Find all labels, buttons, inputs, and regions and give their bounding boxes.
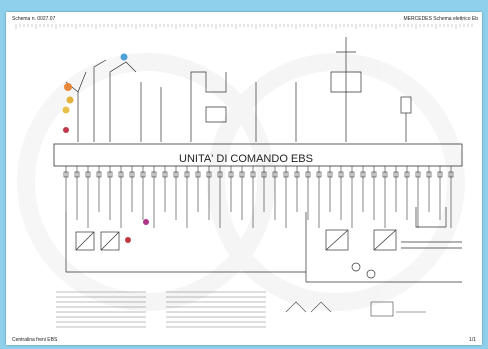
- marker-red-1: [63, 127, 69, 133]
- marker-magenta: [143, 219, 149, 225]
- control-unit-label: UNITA' DI COMANDO EBS: [179, 153, 313, 165]
- header-document-code: Schema n. 0027.07: [12, 16, 56, 22]
- schematic-sheet[interactable]: Schema n. 0027.07 MERCEDES Schema elettr…: [6, 12, 482, 345]
- annotation-block: [285, 301, 426, 317]
- wiring-diagram: UNITA' DI COMANDO EBS: [15, 24, 473, 328]
- marker-yellow-1: [66, 96, 74, 104]
- footer-description: Centralina freni EBS: [12, 337, 58, 343]
- marker-blue: [120, 53, 128, 61]
- legend-tables: [56, 291, 266, 328]
- lower-components: [65, 207, 462, 283]
- marker-orange: [64, 83, 72, 91]
- marker-yellow-2: [62, 106, 70, 114]
- header-document-title: MERCEDES Schema elettrico Eb: [403, 16, 478, 22]
- footer-page-number: 1/1: [469, 337, 476, 343]
- marker-red-2: [125, 237, 131, 243]
- watermark-logo: [17, 53, 465, 311]
- upper-sensor-wiring: [53, 37, 463, 167]
- lower-connector-pins: [63, 166, 454, 228]
- top-ruler: [15, 24, 473, 29]
